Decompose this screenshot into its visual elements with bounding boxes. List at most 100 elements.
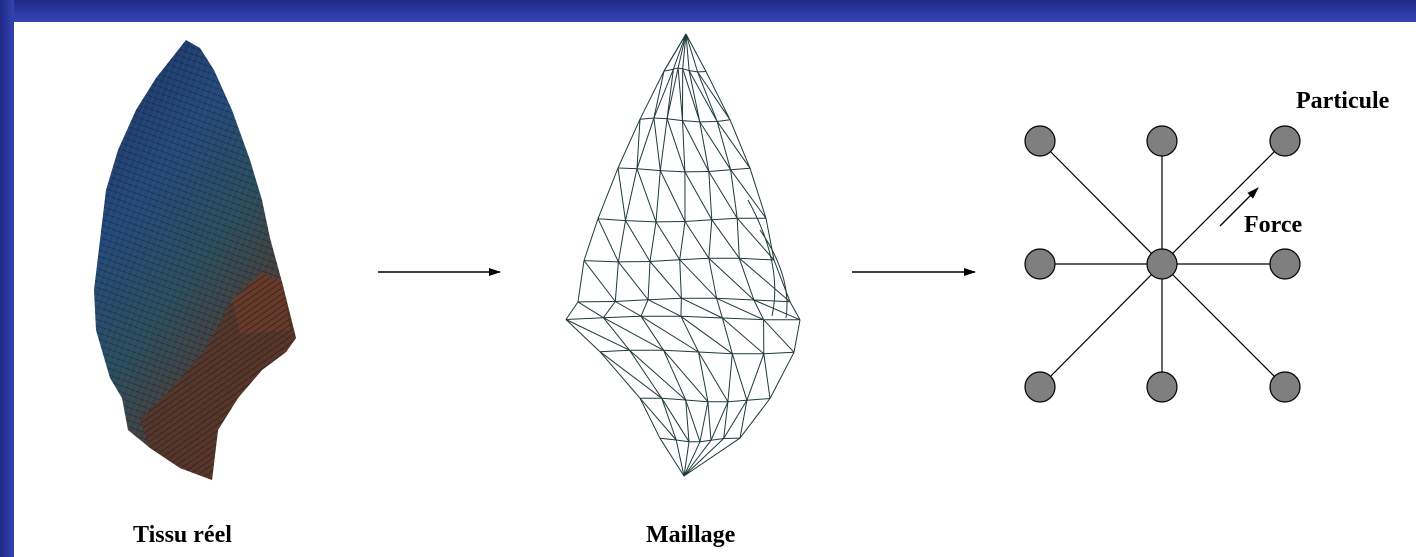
mesh-edge <box>649 259 680 262</box>
mesh-edge <box>625 220 651 262</box>
mesh-edge <box>647 299 682 317</box>
mesh-edge <box>698 351 733 355</box>
mesh-edge <box>682 68 701 123</box>
mesh-edge <box>666 67 679 119</box>
mesh-edge <box>698 351 729 403</box>
caption-real-fabric: Tissu réel <box>133 522 232 548</box>
mesh-edge <box>731 353 748 401</box>
mesh-edge <box>625 168 638 221</box>
mesh-edge <box>666 69 674 119</box>
mesh-edge <box>685 399 708 403</box>
mesh-edge <box>617 167 626 221</box>
mesh-edge <box>597 218 626 222</box>
mesh-edge <box>753 299 801 321</box>
mesh-edge <box>730 169 738 219</box>
mesh-edge <box>722 317 764 321</box>
mesh-edge <box>708 257 755 301</box>
mesh-edge <box>730 167 751 171</box>
mesh-edge <box>639 117 654 120</box>
mesh-edge <box>729 119 751 169</box>
mesh-edge <box>682 33 687 69</box>
mesh-edge <box>685 399 701 442</box>
mesh-edge <box>640 315 665 351</box>
particle-network <box>1024 125 1301 403</box>
mesh-edge <box>708 169 731 172</box>
mesh-edge <box>753 299 765 320</box>
mesh-edge <box>682 120 686 172</box>
mesh-edge <box>773 259 791 302</box>
mesh-edge <box>739 398 771 439</box>
mesh-edge <box>736 218 740 259</box>
mesh-edge <box>583 260 616 302</box>
mesh-edge <box>629 349 687 401</box>
mesh-edge <box>577 301 604 319</box>
mesh-edge <box>597 218 619 263</box>
mesh-edge <box>661 397 686 401</box>
mesh-edge <box>663 349 699 353</box>
mesh-edge <box>697 71 718 122</box>
mesh-edge <box>680 298 682 317</box>
mesh-edge <box>603 315 642 319</box>
mesh-edge <box>683 441 690 477</box>
mesh-edge <box>617 167 638 170</box>
mesh-edge <box>708 219 713 259</box>
mesh-edge <box>640 315 699 353</box>
mesh-edge <box>653 69 674 119</box>
mesh-edge <box>597 167 619 219</box>
mesh-edge <box>769 352 795 399</box>
mesh-edge <box>683 437 741 477</box>
mesh-edge <box>663 33 687 72</box>
mesh-edge <box>673 67 679 70</box>
particle-node <box>1024 125 1056 157</box>
mesh-edge <box>639 397 661 439</box>
mesh-edge <box>697 71 731 120</box>
mesh-edge <box>716 298 723 319</box>
mesh-edge <box>763 319 795 353</box>
mesh-edge <box>625 220 657 223</box>
label-particle: Particule <box>1296 88 1390 114</box>
mesh-edge <box>647 261 651 300</box>
mesh-edge <box>763 351 795 355</box>
mesh-edge <box>746 353 765 401</box>
mesh-fold <box>747 199 788 319</box>
mesh-edge <box>685 33 707 72</box>
mesh-edge <box>680 316 699 353</box>
mesh-edge <box>722 317 765 355</box>
mesh-edge <box>711 219 740 259</box>
mesh-wireframe <box>565 33 801 477</box>
mesh-edge <box>615 299 649 302</box>
mesh-edge <box>727 399 747 403</box>
mesh-edge <box>708 171 713 220</box>
mesh-edge <box>679 221 686 260</box>
mesh-edge <box>636 168 661 172</box>
slide-frame-top <box>0 0 1416 22</box>
mesh-edge <box>763 353 771 399</box>
mesh-edge <box>565 319 601 353</box>
mesh-edge <box>648 297 682 301</box>
mesh-edge <box>636 168 657 223</box>
mesh-edge <box>659 170 686 222</box>
mesh-edge <box>672 33 687 70</box>
mesh-edge <box>677 67 683 121</box>
mesh-edge <box>680 315 733 355</box>
particle-node <box>1269 248 1301 280</box>
mesh-edge <box>681 297 723 319</box>
mesh-edge <box>683 438 725 477</box>
mesh-edge <box>723 400 748 439</box>
mesh-edge <box>699 121 732 170</box>
mesh-edge <box>583 218 599 261</box>
mesh-edge <box>660 170 685 173</box>
mesh-edge <box>739 257 775 261</box>
particle-node <box>1269 371 1301 403</box>
mesh-edge <box>717 119 731 122</box>
mesh-edge <box>659 437 677 441</box>
mesh-edge <box>629 349 663 399</box>
mesh-edge <box>688 70 718 122</box>
spring-line <box>1039 263 1163 388</box>
mesh-edge <box>682 120 710 172</box>
mesh-edge <box>680 315 723 319</box>
mesh-edge <box>749 168 767 219</box>
mesh-edge <box>663 350 687 401</box>
mesh-edge <box>602 301 616 318</box>
